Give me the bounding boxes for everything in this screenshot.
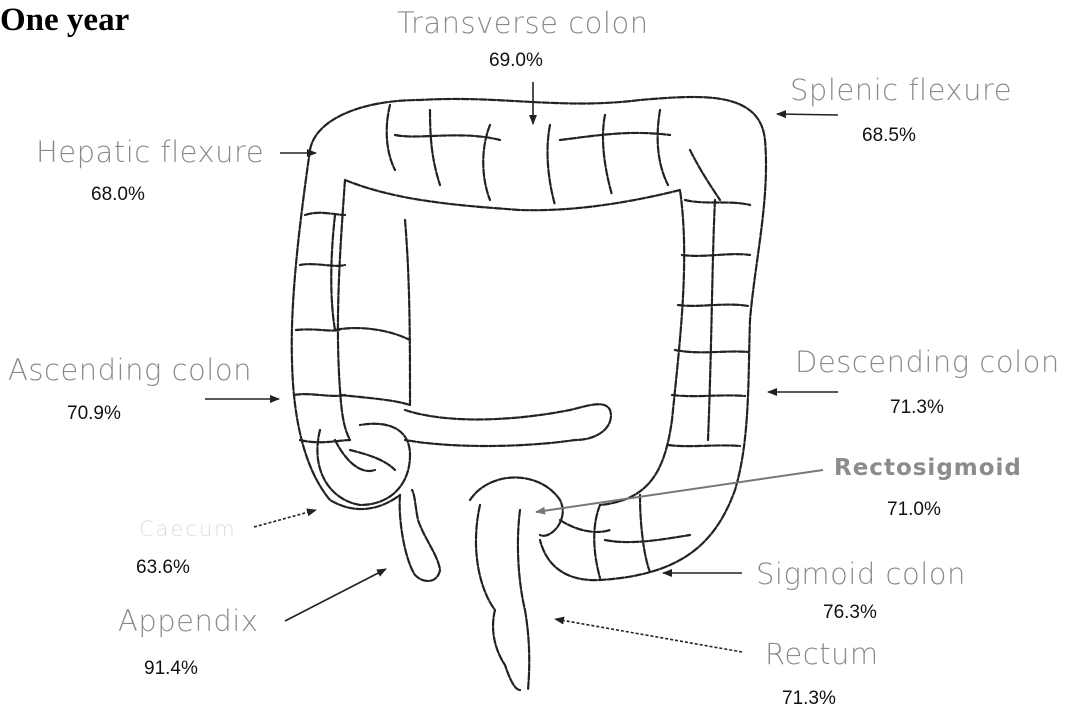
caecum-shape: [317, 424, 410, 505]
rectosigmoid-value: 71.0%: [887, 499, 941, 521]
descending-colon-label: Descending colon: [795, 345, 1060, 379]
ascending-haustra: [294, 213, 410, 442]
splenic-flexure-value: 68.5%: [862, 125, 916, 147]
rectum-value: 71.3%: [782, 688, 836, 710]
rectum-label: Rectum: [765, 637, 879, 671]
hepatic-flexure-label: Hepatic flexure: [36, 135, 264, 169]
caecum-value: 63.6%: [136, 557, 190, 579]
splenic-flexure-arrow: [777, 114, 838, 115]
colon-outline: [292, 97, 766, 580]
ileum-shape: [405, 404, 611, 446]
page-title: One year: [0, 2, 129, 39]
rectosigmoid-label: Rectosigmoid: [834, 455, 1022, 481]
appendix-value: 91.4%: [144, 658, 198, 680]
rectosigmoid-arrow: [536, 470, 823, 512]
rectum-arrow: [555, 619, 742, 652]
sigmoid-colon-label: Sigmoid colon: [756, 557, 966, 591]
appendix-label: Appendix: [118, 604, 259, 638]
caecum-label: Caecum: [139, 517, 237, 541]
appendix-shape: [400, 490, 440, 581]
ascending-colon-value: 70.9%: [67, 403, 121, 425]
caecum-arrow: [254, 510, 316, 527]
ascending-colon-label: Ascending colon: [8, 353, 252, 387]
appendix-arrow: [285, 569, 386, 621]
transverse-colon-value: 69.0%: [489, 50, 543, 72]
hepatic-flexure-value: 68.0%: [91, 184, 145, 206]
transverse-colon-label: Transverse colon: [397, 6, 649, 40]
sigmoid-colon-value: 76.3%: [823, 602, 877, 624]
transverse-haustra: [387, 105, 670, 205]
colon-inner-outline: [338, 180, 684, 505]
descending-colon-value: 71.3%: [890, 397, 944, 419]
splenic-flexure-label: Splenic flexure: [790, 73, 1012, 107]
